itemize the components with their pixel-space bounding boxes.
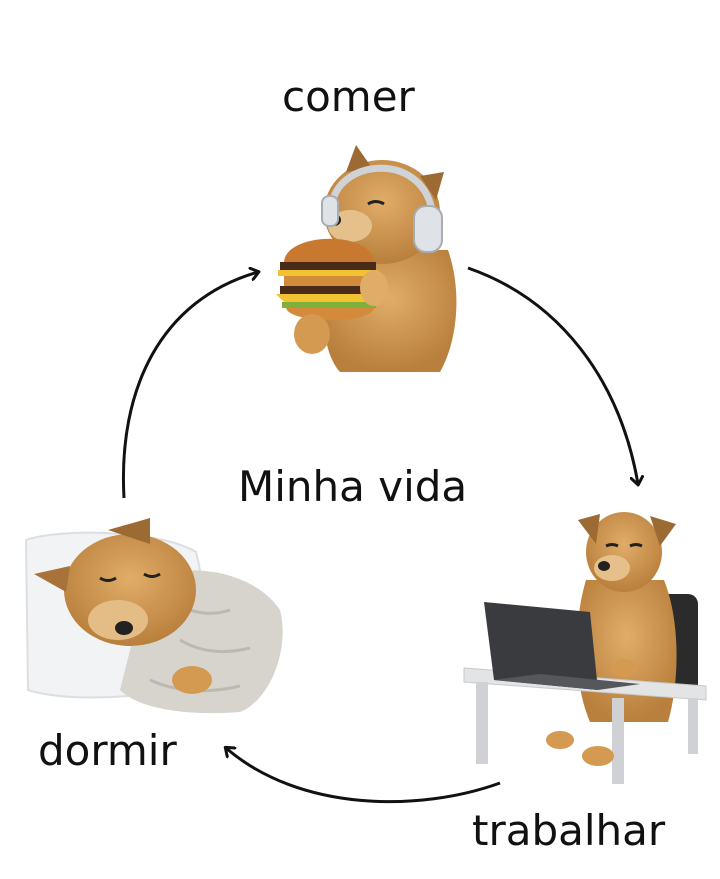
node-label-dormir: dormir <box>38 726 177 775</box>
arrow-trabalhar-to-dormir <box>226 748 501 804</box>
dog-sleeping-image <box>24 518 283 714</box>
arrow-dormir-to-comer <box>121 272 258 499</box>
center-label: Minha vida <box>238 462 468 511</box>
dog-eating-burger-image <box>276 145 457 372</box>
dog-working-laptop-image <box>463 512 707 784</box>
node-label-trabalhar: trabalhar <box>472 806 666 855</box>
node-label-comer: comer <box>282 72 415 121</box>
arrow-comer-to-trabalhar <box>467 266 638 484</box>
